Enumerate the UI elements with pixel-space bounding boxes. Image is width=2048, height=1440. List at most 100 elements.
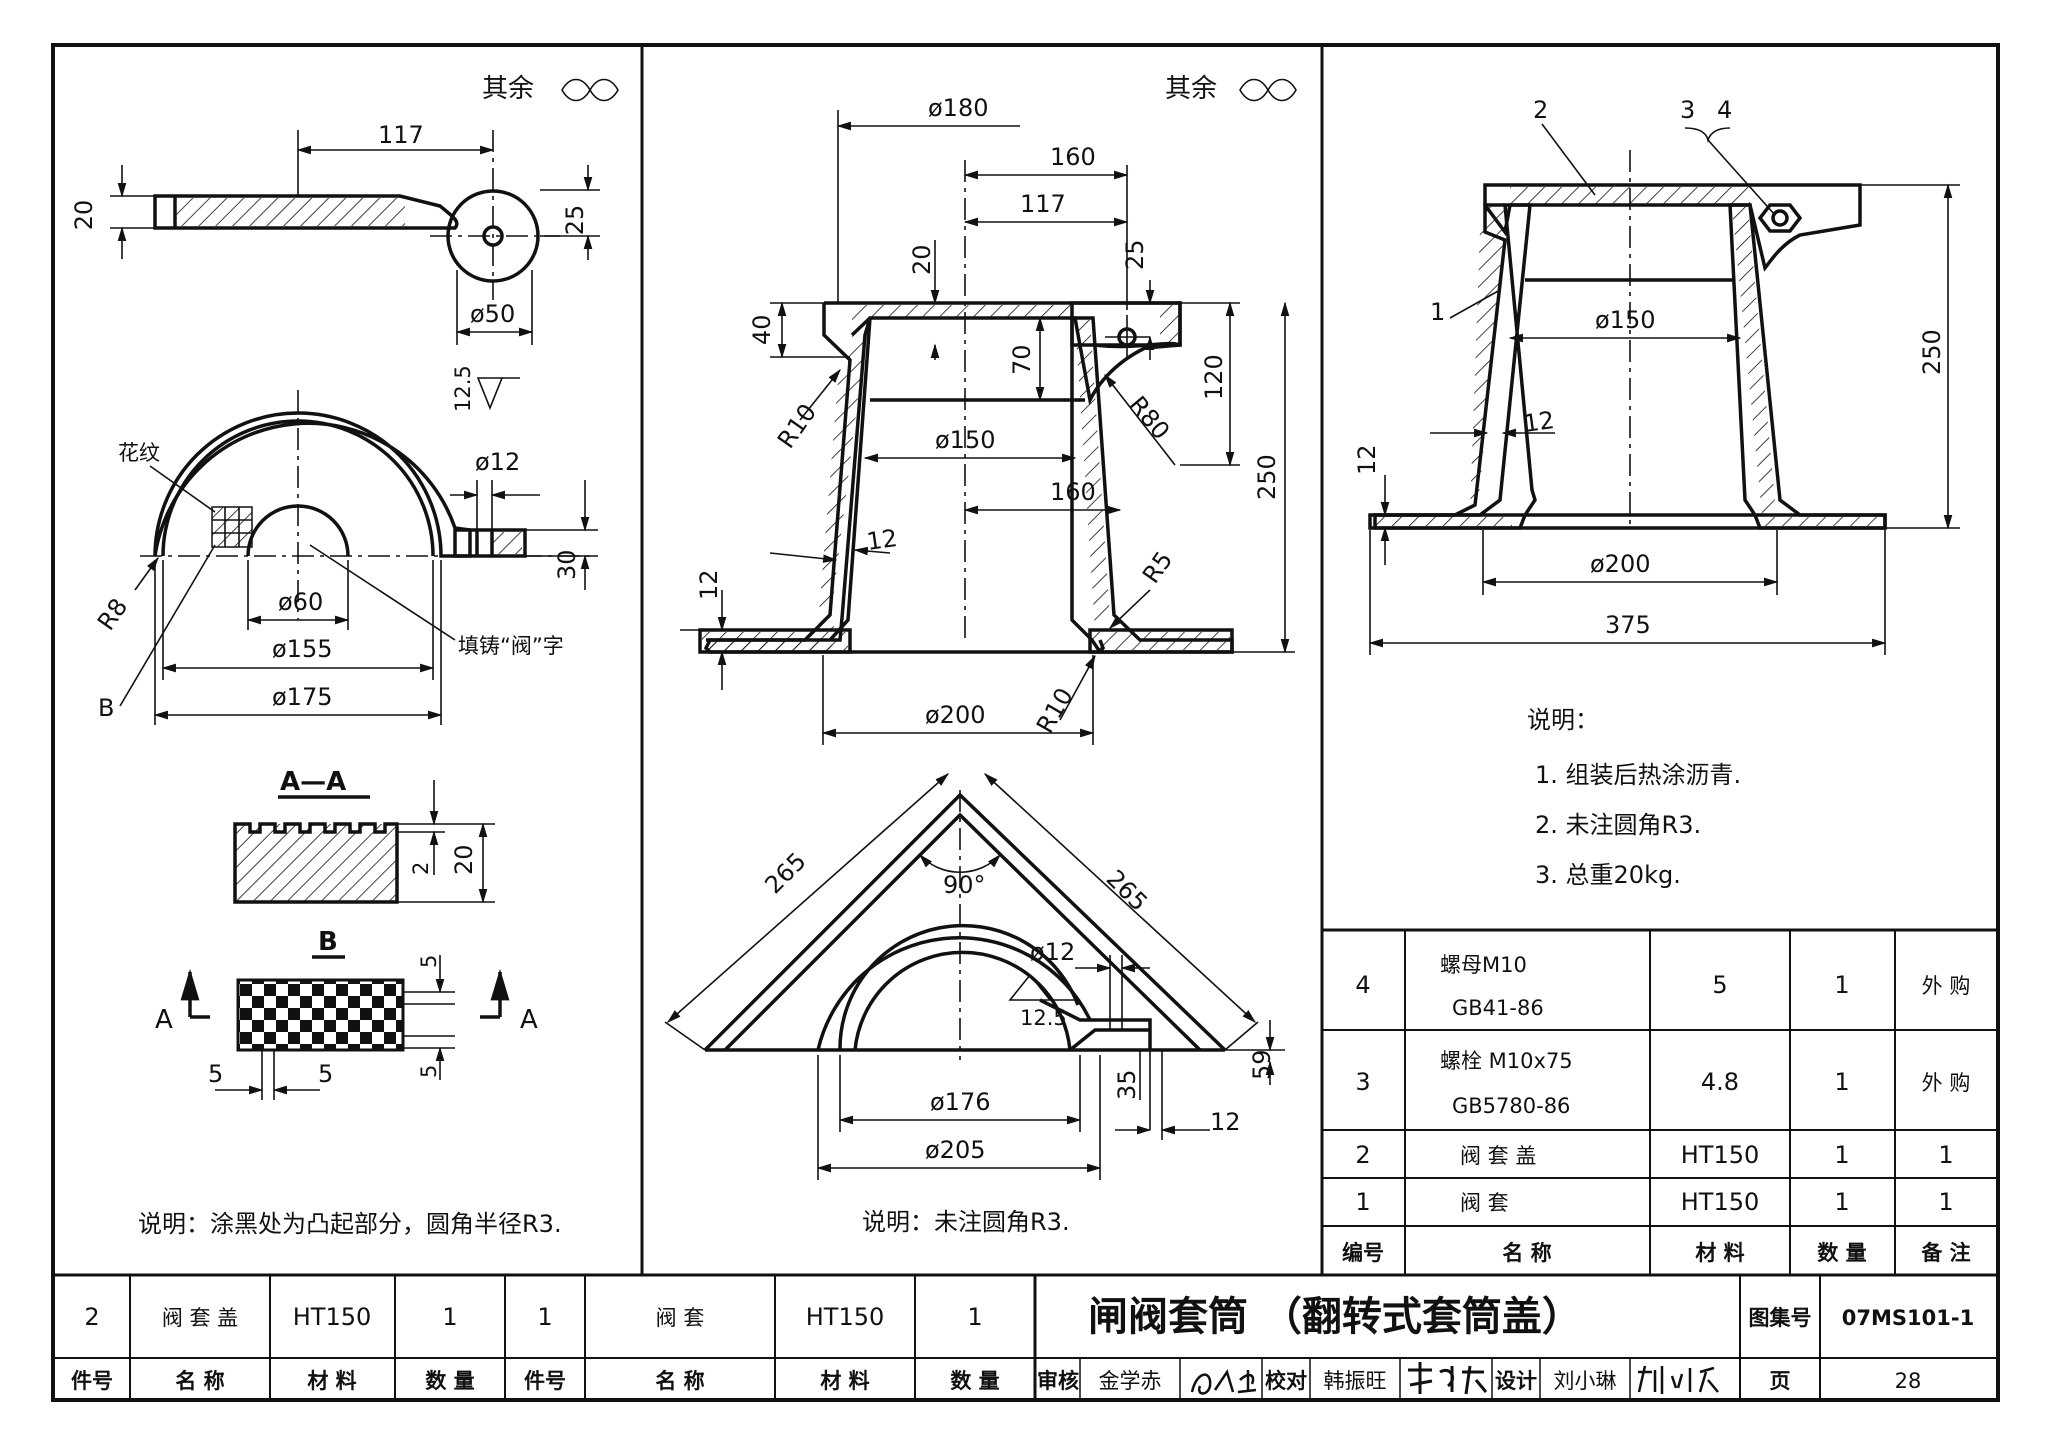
- roughness-12-5-left: 12.5: [451, 365, 520, 412]
- part-2-material: HT150: [1681, 1141, 1760, 1169]
- dim-phi60: ø60: [278, 588, 323, 616]
- atlas-no: 07MS101-1: [1842, 1306, 1974, 1330]
- bt-r2-c4: 数 量: [425, 1369, 474, 1393]
- atlas-label: 图集号: [1749, 1306, 1812, 1330]
- reviewer-name: 金学赤: [1099, 1369, 1162, 1393]
- part-3-name-1: 螺栓 M10x75: [1440, 1049, 1573, 1073]
- dim-30-left: 30: [553, 549, 581, 580]
- dim-25-handle: 25: [561, 205, 589, 236]
- dim-r8: R8: [92, 593, 133, 635]
- part-2-no: 2: [1355, 1141, 1370, 1169]
- dim-phi150-right: ø150: [1595, 306, 1656, 334]
- part-4-qty: 1: [1834, 971, 1849, 999]
- designer-name: 刘小琳: [1554, 1369, 1617, 1393]
- right-note-1: 1. 组装后热涂沥青.: [1535, 761, 1741, 789]
- design-label: 设计: [1495, 1369, 1537, 1393]
- bt-r1-c7: HT150: [806, 1303, 885, 1331]
- bt-r1-c1: 2: [84, 1303, 99, 1331]
- dim-59: 59: [1248, 1049, 1276, 1080]
- dim-phi150-middle: ø150: [935, 426, 996, 454]
- bt-r2-c2: 名 称: [175, 1369, 224, 1393]
- middle-panel: 其余: [664, 74, 1297, 1236]
- dim-12-wall-middle: 12: [865, 524, 899, 556]
- dim-b-5-top: 5: [417, 955, 441, 968]
- rough-12-5-text: 12.5: [451, 365, 475, 412]
- section-b-a-left: A: [155, 1005, 173, 1035]
- dim-35: 35: [1113, 1069, 1141, 1100]
- section-b-a-right: A: [520, 1005, 538, 1035]
- roughness-label-middle: 其余: [1165, 74, 1217, 104]
- checker-signature: [1408, 1362, 1488, 1395]
- bt-r2-c7: 材 料: [820, 1369, 869, 1393]
- dim-250-right: 250: [1918, 329, 1946, 375]
- roughness-label-left: 其余: [482, 74, 534, 104]
- dim-phi175: ø175: [272, 683, 333, 711]
- part-4-no: 4: [1355, 971, 1370, 999]
- check-label: 校对: [1265, 1369, 1307, 1393]
- bt-r2-c3: 材 料: [307, 1369, 356, 1393]
- header-qty: 数 量: [1817, 1241, 1866, 1265]
- part-3-name-2: GB5780-86: [1452, 1094, 1570, 1118]
- dim-b-5-left: 5: [208, 1060, 223, 1088]
- bt-r1-c8: 1: [967, 1303, 982, 1331]
- part-3-remark: 外 购: [1922, 1071, 1971, 1095]
- bottom-table: 2 阀 套 盖 HT150 1 1 阀 套 HT150 1 件号 名 称 材 料…: [53, 1275, 1998, 1400]
- designer-signature: [1637, 1365, 1719, 1394]
- right-note-2: 2. 未注圆角R3.: [1535, 811, 1701, 839]
- dim-phi200-middle: ø200: [925, 701, 986, 729]
- drawing-title: 闸阀套筒 （翻转式套筒盖）: [1088, 1294, 1582, 1340]
- dim-r5: R5: [1137, 546, 1178, 588]
- section-b: B A A 5 5 5 5: [155, 927, 538, 1100]
- part-3-no: 3: [1355, 1068, 1370, 1096]
- part-2-name: 阀 套 盖: [1460, 1144, 1536, 1168]
- checker-name: 韩振旺: [1324, 1369, 1387, 1393]
- bt-r2-c6: 名 称: [655, 1369, 704, 1393]
- bt-r2-c1: 件号: [71, 1369, 113, 1393]
- part-1-qty: 1: [1834, 1188, 1849, 1216]
- section-b-title: B: [318, 927, 338, 957]
- reviewer-signature: [1190, 1369, 1257, 1395]
- dim-20-middle: 20: [908, 244, 936, 275]
- dim-phi50: ø50: [470, 300, 515, 328]
- dim-12-base-middle: 12: [695, 569, 723, 600]
- dim-phi12-left: ø12: [475, 448, 520, 476]
- dim-phi12-plan: ø12: [1030, 938, 1075, 966]
- title-block: 闸阀套筒 （翻转式套筒盖） 图集号 07MS101-1 审核 金学赤 校对 韩振…: [1037, 1275, 1974, 1400]
- bt-r2-c8: 数 量: [950, 1369, 999, 1393]
- dim-phi180: ø180: [928, 94, 989, 122]
- part-3-qty: 1: [1834, 1068, 1849, 1096]
- balloon-3: 3: [1680, 96, 1695, 124]
- frame: [51, 43, 2000, 1402]
- dim-aa-2: 2: [409, 862, 433, 875]
- section-aa-title: A—A: [280, 767, 346, 797]
- dim-phi205: ø205: [925, 1136, 986, 1164]
- dim-160-top: 160: [1050, 143, 1096, 171]
- dim-r10-top: R10: [772, 399, 822, 454]
- header-material: 材 料: [1695, 1241, 1744, 1265]
- header-name: 名 称: [1502, 1241, 1551, 1265]
- dim-12-wall-right: 12: [1522, 406, 1556, 438]
- cast-label: 填铸“阀”字: [458, 634, 564, 658]
- dim-phi200-right: ø200: [1590, 550, 1651, 578]
- roughness-wave-icon: [561, 78, 619, 102]
- part-2-remark: 1: [1938, 1141, 1953, 1169]
- part-4-name-2: GB41-86: [1452, 996, 1544, 1020]
- dim-12-base-right: 12: [1353, 444, 1381, 475]
- left-panel: 其余 117 20 25: [70, 74, 619, 1238]
- right-notes-title: 说明：: [1527, 706, 1599, 734]
- dim-phi176: ø176: [930, 1088, 991, 1116]
- assembly-section: 2 3 4 1: [1368, 96, 1887, 530]
- part-3-material: 4.8: [1701, 1068, 1739, 1096]
- part-4-remark: 外 购: [1922, 974, 1971, 998]
- page-no: 28: [1895, 1369, 1922, 1393]
- dim-12-plan: 12: [1210, 1108, 1241, 1136]
- label-b: B: [98, 694, 114, 722]
- lid-plan-view: 265 265 90° ø12 12.5 35: [664, 773, 1285, 1180]
- dim-aa-20: 20: [450, 844, 478, 875]
- part-1-name: 阀 套: [1460, 1191, 1509, 1215]
- part-1-no: 1: [1355, 1188, 1370, 1216]
- dim-160-mid: 160: [1050, 478, 1096, 506]
- left-note: 说明：涂黑处为凸起部分，圆角半径R3.: [138, 1210, 562, 1238]
- dim-250-middle: 250: [1253, 454, 1281, 500]
